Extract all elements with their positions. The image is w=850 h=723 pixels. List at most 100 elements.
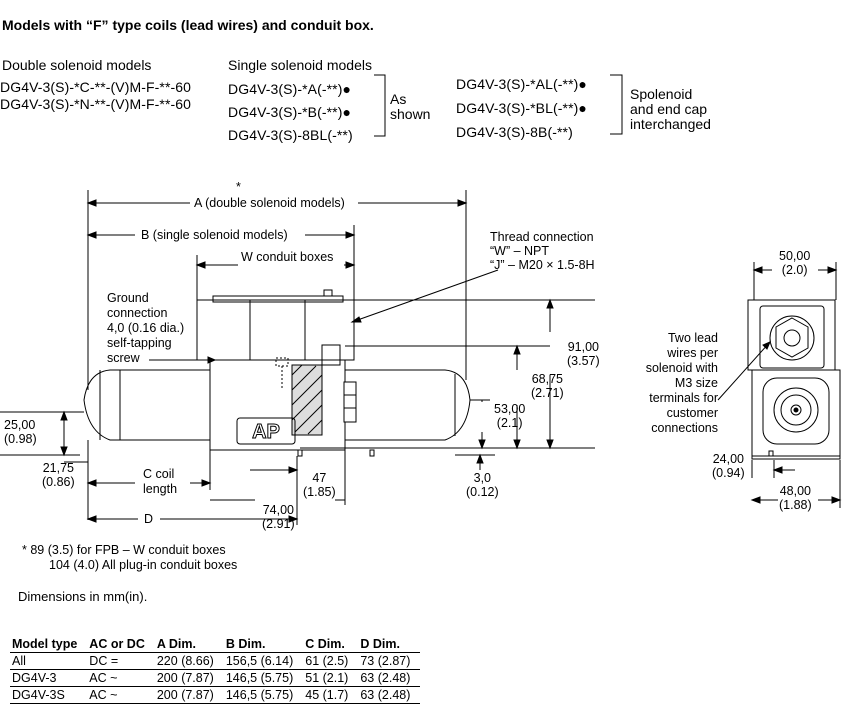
side-view bbox=[717, 262, 842, 508]
dimension-91 bbox=[345, 298, 595, 450]
page-title: Models with “F” type coils (lead wires) … bbox=[2, 17, 374, 33]
cell: 146,5 (5.75) bbox=[225, 671, 294, 685]
dim-3-mm: 3,0 bbox=[473, 471, 492, 485]
units-note: Dimensions in mm(in). bbox=[18, 589, 148, 604]
interchanged-note-line-1: Spolenoid bbox=[630, 86, 693, 102]
thread-line-1: Thread connection bbox=[490, 230, 594, 244]
dimension-25 bbox=[0, 410, 84, 457]
c-coil-line-2: length bbox=[143, 482, 178, 496]
cell: AC ~ bbox=[89, 688, 118, 702]
interchanged-note: Spolenoid and end cap interchanged bbox=[630, 87, 711, 132]
cell: 63 (2.48) bbox=[360, 688, 411, 702]
cell: DG4V-3S bbox=[12, 688, 65, 702]
dimension-w bbox=[195, 255, 356, 300]
thread-cross-section bbox=[291, 344, 341, 436]
cell: AC ~ bbox=[89, 671, 118, 685]
double-model-1: DG4V-3(S)-*C-**-(V)M-F-**-60 bbox=[0, 79, 192, 95]
dim-74-in: (2.91) bbox=[262, 517, 295, 531]
double-solenoid-header: Double solenoid models bbox=[2, 57, 152, 73]
dimension-b bbox=[86, 225, 356, 300]
ground-line-3: 4,0 (0.16 dia.) bbox=[107, 321, 185, 335]
star-mark: * bbox=[236, 180, 241, 194]
cell: 146,5 (5.75) bbox=[225, 688, 294, 702]
dimension-74 bbox=[210, 450, 346, 505]
dimension-47 bbox=[250, 466, 299, 474]
dim-2175-mm: 21,75 bbox=[42, 461, 74, 475]
dim-74-label: 74,00 (2.91) bbox=[262, 503, 295, 531]
interchanged-model-1: DG4V-3(S)-*AL(-**)● bbox=[456, 76, 587, 92]
table-header-row: Model type AC or DC A Dim. B Dim. C Dim.… bbox=[10, 636, 421, 653]
cell: 63 (2.48) bbox=[360, 671, 411, 685]
two-lead-line-3: solenoid with bbox=[645, 361, 718, 375]
cell: 51 (2.1) bbox=[305, 671, 349, 685]
interchanged-note-line-3: interchanged bbox=[630, 116, 711, 132]
col-c-dim: C Dim. bbox=[305, 637, 345, 651]
as-shown-line-1: As bbox=[390, 91, 407, 107]
dimension-a bbox=[86, 190, 468, 390]
single-solenoid-header: Single solenoid models bbox=[228, 57, 372, 73]
dimension-6875 bbox=[345, 344, 550, 450]
dim-6875-in: (2.71) bbox=[531, 386, 564, 400]
double-model-2: DG4V-3(S)-*N-**-(V)M-F-**-60 bbox=[0, 96, 192, 112]
dim-2175-label: 21,75 (0.86) bbox=[42, 461, 75, 489]
dim-47-in: (1.85) bbox=[303, 485, 336, 499]
ap-logo: AP bbox=[252, 421, 280, 443]
d-dim-label: D bbox=[144, 512, 154, 526]
dim-47-label: 47 (1.85) bbox=[303, 471, 336, 499]
cell: DG4V-3 bbox=[12, 671, 57, 685]
as-shown-bracket bbox=[374, 74, 386, 137]
two-lead-line-2: wires per bbox=[667, 346, 718, 360]
two-lead-label: Two lead wires per solenoid with M3 size… bbox=[636, 331, 718, 436]
table-row: DG4V-3S AC ~ 200 (7.87) 146,5 (5.75) 45 … bbox=[10, 687, 421, 704]
col-ac-dc: AC or DC bbox=[89, 637, 145, 651]
dim-24-in: (0.94) bbox=[712, 466, 745, 480]
dim-53-mm: 53,00 bbox=[494, 402, 526, 416]
dim-91-label: 91,00 (3.57) bbox=[567, 340, 600, 368]
footnote-2: 104 (4.0) All plug-in conduit boxes bbox=[49, 558, 238, 572]
thread-line-3: “J” – M20 × 1.5-8H bbox=[490, 258, 595, 272]
table-row: DG4V-3 AC ~ 200 (7.87) 146,5 (5.75) 51 (… bbox=[10, 670, 421, 687]
interchanged-note-line-2: and end cap bbox=[630, 101, 708, 117]
ground-line-4: self-tapping bbox=[107, 336, 172, 350]
ground-line-5: screw bbox=[107, 351, 140, 365]
ground-line-2: connection bbox=[107, 306, 168, 320]
cell: 45 (1.7) bbox=[305, 688, 349, 702]
dim-91-mm: 91,00 bbox=[567, 340, 599, 354]
dim-3-in: (0.12) bbox=[466, 485, 499, 499]
dim-3-label: 3,0 (0.12) bbox=[466, 471, 499, 499]
dim-25-label: 25,00 (0.98) bbox=[4, 418, 37, 446]
interchanged-bracket bbox=[610, 74, 623, 135]
ground-label: Ground connection 4,0 (0.16 dia.) self-t… bbox=[107, 291, 184, 366]
w-dim-label: W conduit boxes bbox=[241, 250, 334, 264]
cell: 73 (2.87) bbox=[360, 654, 411, 668]
single-model-3: DG4V-3(S)-8BL(-**) bbox=[228, 127, 353, 143]
dim-25-mm: 25,00 bbox=[4, 418, 36, 432]
two-lead-line-6: customer bbox=[666, 406, 718, 420]
dim-48-label: 48,00 (1.88) bbox=[779, 484, 812, 512]
col-model-type: Model type bbox=[12, 637, 78, 651]
dimension-c bbox=[86, 440, 212, 490]
dim-6875-label: 68,75 (2.71) bbox=[531, 372, 564, 400]
col-d-dim: D Dim. bbox=[360, 637, 400, 651]
cell: DC = bbox=[89, 654, 119, 668]
dim-74-mm: 74,00 bbox=[262, 503, 294, 517]
ground-line-1: Ground bbox=[107, 291, 149, 305]
col-a-dim: A Dim. bbox=[156, 637, 196, 651]
col-b-dim: B Dim. bbox=[225, 637, 266, 651]
single-model-2: DG4V-3(S)-*B(-**)● bbox=[228, 104, 352, 120]
dim-6875-mm: 68,75 bbox=[531, 372, 563, 386]
a-dim-label: A (double solenoid models) bbox=[194, 196, 345, 210]
dim-50-label: 50,00 (2.0) bbox=[779, 249, 810, 277]
two-lead-line-4: M3 size bbox=[674, 376, 718, 390]
dim-50-mm: 50,00 bbox=[779, 249, 811, 263]
dimension-table: Model type AC or DC A Dim. B Dim. C Dim.… bbox=[10, 636, 421, 704]
dimension-2175 bbox=[64, 440, 89, 520]
dim-50-in: (2.0) bbox=[781, 263, 808, 277]
two-lead-line-7: connections bbox=[651, 421, 718, 435]
thread-line-2: “W” – NPT bbox=[490, 244, 550, 258]
c-coil-line-1: C coil bbox=[143, 467, 175, 481]
cell: All bbox=[12, 654, 26, 668]
dim-24-mm: 24,00 bbox=[712, 452, 744, 466]
dimension-53 bbox=[470, 399, 490, 450]
cell: 61 (2.5) bbox=[305, 654, 349, 668]
